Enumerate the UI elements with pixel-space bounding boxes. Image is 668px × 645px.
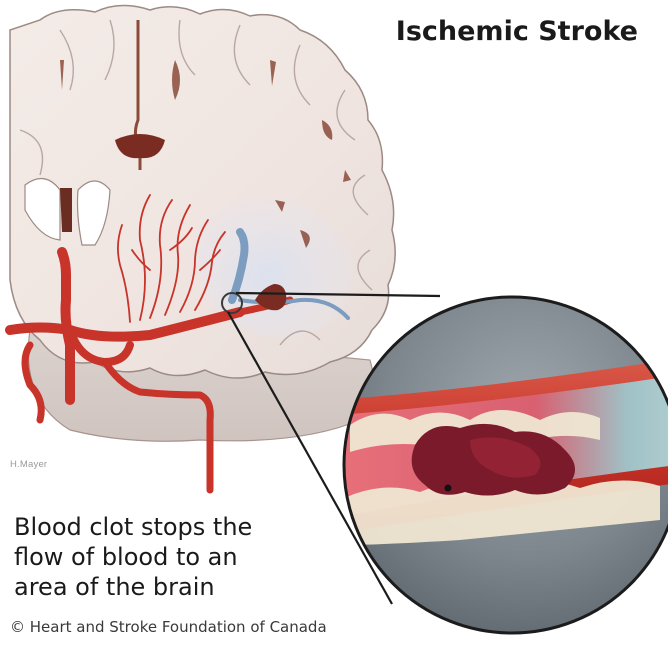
caption-line-1: Blood clot stops the <box>14 512 314 542</box>
page-title: Ischemic Stroke <box>396 16 638 47</box>
caption: Blood clot stops the flow of blood to an… <box>14 512 314 602</box>
caption-line-3: area of the brain <box>14 572 314 602</box>
caption-line-2: flow of blood to an <box>14 542 314 572</box>
artist-signature: H.Mayer <box>10 459 47 470</box>
copyright-notice: © Heart and Stroke Foundation of Canada <box>10 618 327 636</box>
